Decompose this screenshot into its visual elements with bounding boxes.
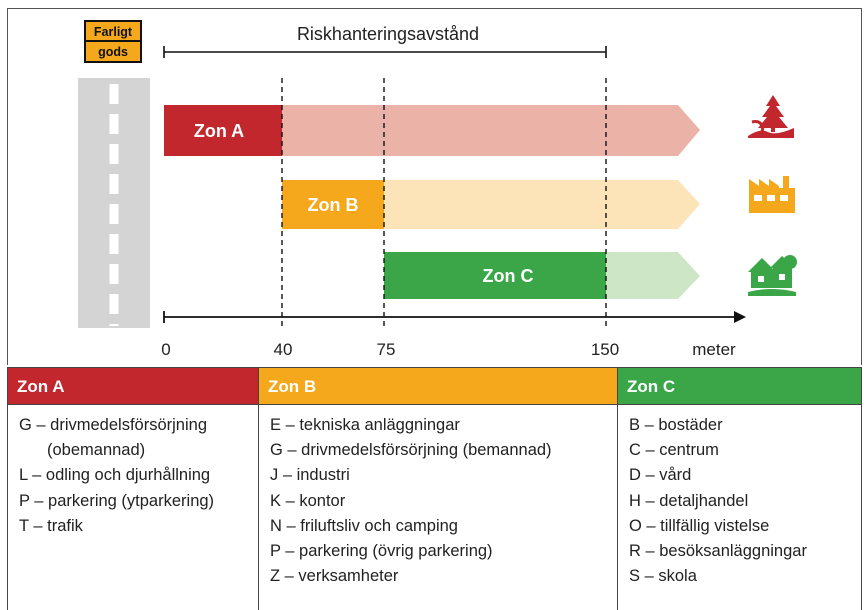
axis-unit: meter <box>692 340 736 359</box>
list-item: (obemannad) <box>47 441 146 460</box>
zone-c-core <box>384 252 606 299</box>
zone-a-label: Zon A <box>194 121 244 141</box>
list-item: R – besöksanläggningar <box>629 542 807 561</box>
list-item: G – drivmedelsförsörjning <box>19 416 207 434</box>
diagram-frame <box>7 8 862 365</box>
zone-a-core <box>164 105 282 156</box>
zone-b-bar: Zon B <box>282 180 700 229</box>
zone-b-list: E – tekniska anläggningar G – drivmedels… <box>259 405 617 589</box>
distance-label: Riskhanteringsavstånd <box>297 24 479 44</box>
list-item: Z – verksamheter <box>270 567 399 586</box>
list-item: K – kontor <box>270 491 346 510</box>
list-item: B – bostäder <box>629 416 723 434</box>
list-item: S – skola <box>629 567 697 586</box>
zone-a-header: Zon A <box>8 368 258 405</box>
houses-icon <box>748 255 797 296</box>
list-item: C – centrum <box>629 441 719 460</box>
list-item: T – trafik <box>19 516 83 535</box>
sign-line2: gods <box>98 45 128 59</box>
zone-diagram: Farligt gods Riskhanteringsavstånd Zon A… <box>78 20 797 359</box>
forest-road-icon <box>748 95 794 138</box>
zone-c-header: Zon C <box>618 368 861 405</box>
list-item: D – vård <box>629 466 692 485</box>
list-item: E – tekniska anläggningar <box>270 416 460 434</box>
list-item: P – parkering (ytparkering) <box>19 491 215 510</box>
road <box>78 78 150 328</box>
list-item: O – tillfällig vistelse <box>629 516 770 535</box>
zone-a-bar: Zon A <box>164 105 700 156</box>
list-item: G – drivmedelsförsörjning (bemannad) <box>270 441 552 460</box>
dangerous-goods-sign: Farligt gods <box>84 20 142 63</box>
zone-c-bar: Zon C <box>384 252 700 299</box>
zone-b-extension <box>384 180 700 229</box>
list-item: L – odling och djurhållning <box>19 466 211 485</box>
risk-distance-bracket: Riskhanteringsavstånd <box>163 24 607 58</box>
list-item: N – friluftsliv och camping <box>270 516 458 535</box>
axis-tick-150: 150 <box>591 340 619 359</box>
list-item: P – parkering (övrig parkering) <box>270 542 493 561</box>
zone-c-label: Zon C <box>483 266 534 286</box>
zone-boundaries <box>281 78 607 330</box>
zone-b-core <box>282 180 384 229</box>
factory-icon <box>749 176 795 213</box>
axis-tick-40: 40 <box>274 340 293 359</box>
sign-line1: Farligt <box>94 25 133 39</box>
zone-b-label: Zon B <box>308 195 359 215</box>
axis-tick-0: 0 <box>161 340 170 359</box>
zone-c-list: B – bostäder C – centrum D – vård H – de… <box>618 405 861 589</box>
zone-b-column: Zon B E – tekniska anläggningar G – driv… <box>258 368 617 610</box>
zone-c-extension <box>606 252 700 299</box>
list-item: H – detaljhandel <box>629 491 749 510</box>
zone-a-column: Zon A G – drivmedelsförsörjning (obemann… <box>8 368 258 610</box>
zone-a-list: G – drivmedelsförsörjning (obemannad) L … <box>8 405 258 539</box>
zone-b-header: Zon B <box>259 368 617 405</box>
axis-tick-75: 75 <box>377 340 396 359</box>
zone-a-extension <box>282 105 700 156</box>
zone-c-column: Zon C B – bostäder C – centrum D – vård … <box>617 368 861 610</box>
list-item: J – industri <box>270 466 350 485</box>
zone-table: Zon A G – drivmedelsförsörjning (obemann… <box>7 367 862 610</box>
distance-axis: 0 40 75 150 meter <box>161 311 746 359</box>
